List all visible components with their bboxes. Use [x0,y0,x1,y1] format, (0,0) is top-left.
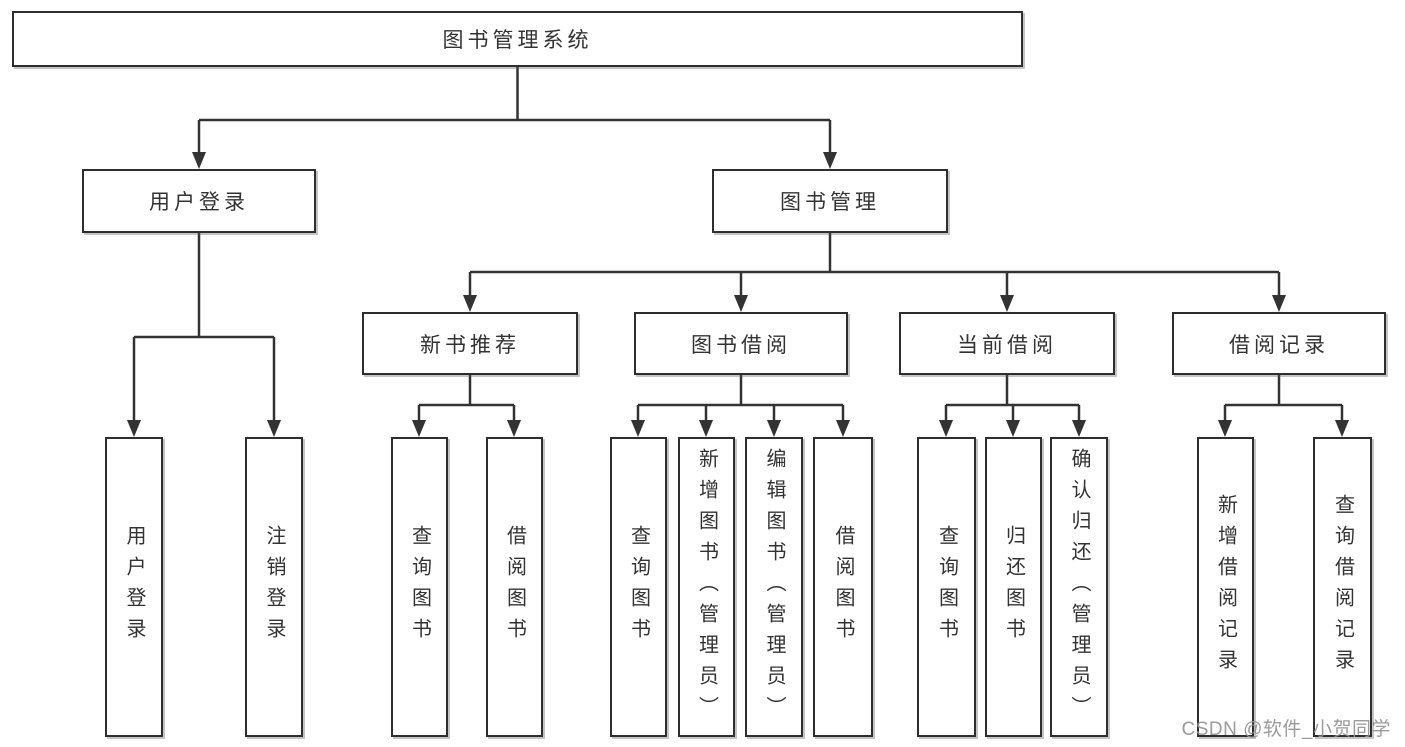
leaf-add-borrow-record: 新增借阅记录 [1197,437,1254,737]
node-current-borrow-label: 当前借阅 [957,333,1057,357]
leaf-borrow-books-recommend: 借阅图书 [486,437,543,737]
node-user-login: 用户登录 [82,169,316,233]
leaf-query-books-recommend: 查询图书 [391,437,448,737]
leaf-return-book-label: 归还图书 [1002,525,1025,649]
leaf-logout: 注销登录 [245,437,303,737]
leaf-user-login: 用户登录 [105,437,163,737]
leaf-user-login-label: 用户登录 [123,525,145,649]
leaf-query-books-current: 查询图书 [917,437,976,737]
node-root-label: 图书管理系统 [442,29,593,52]
node-new-book-recommend-label: 新书推荐 [420,333,520,357]
node-book-borrow: 图书借阅 [634,312,848,375]
leaf-query-books-current-label: 查询图书 [935,525,958,649]
leaf-query-borrow-record: 查询借阅记录 [1313,437,1372,737]
node-book-borrow-label: 图书借阅 [691,333,791,357]
leaf-query-books-borrow: 查询图书 [610,437,667,737]
leaf-query-books-borrow-label: 查询图书 [627,525,650,649]
leaf-edit-book-admin: 编辑图书（管理员） [745,437,803,737]
leaf-add-borrow-record-label: 新增借阅记录 [1214,494,1237,680]
leaf-confirm-return-admin-label: 确认归还（管理员） [1068,447,1090,727]
leaf-return-book: 归还图书 [985,437,1042,737]
node-user-login-label: 用户登录 [149,191,249,214]
leaf-query-borrow-record-label: 查询借阅记录 [1331,494,1354,680]
leaf-add-book-admin: 新增图书（管理员） [678,437,735,737]
node-borrow-records: 借阅记录 [1172,312,1386,375]
leaf-confirm-return-admin: 确认归还（管理员） [1050,437,1108,737]
leaf-query-books-recommend-label: 查询图书 [408,525,431,649]
node-book-management: 图书管理 [712,169,948,233]
node-current-borrow: 当前借阅 [899,312,1115,375]
leaf-borrow-books-label: 借阅图书 [832,525,854,649]
leaf-add-book-admin-label: 新增图书（管理员） [695,447,718,727]
node-book-management-label: 图书管理 [780,191,880,214]
node-root: 图书管理系统 [12,11,1023,67]
node-borrow-records-label: 借阅记录 [1229,333,1329,357]
node-new-book-recommend: 新书推荐 [362,312,578,375]
csdn-watermark: CSDN @软件_小贺同学 [1181,719,1391,740]
leaf-borrow-books: 借阅图书 [813,437,873,737]
leaf-borrow-books-recommend-label: 借阅图书 [503,525,526,649]
leaf-edit-book-admin-label: 编辑图书（管理员） [763,447,785,727]
leaf-logout-label: 注销登录 [263,525,285,649]
